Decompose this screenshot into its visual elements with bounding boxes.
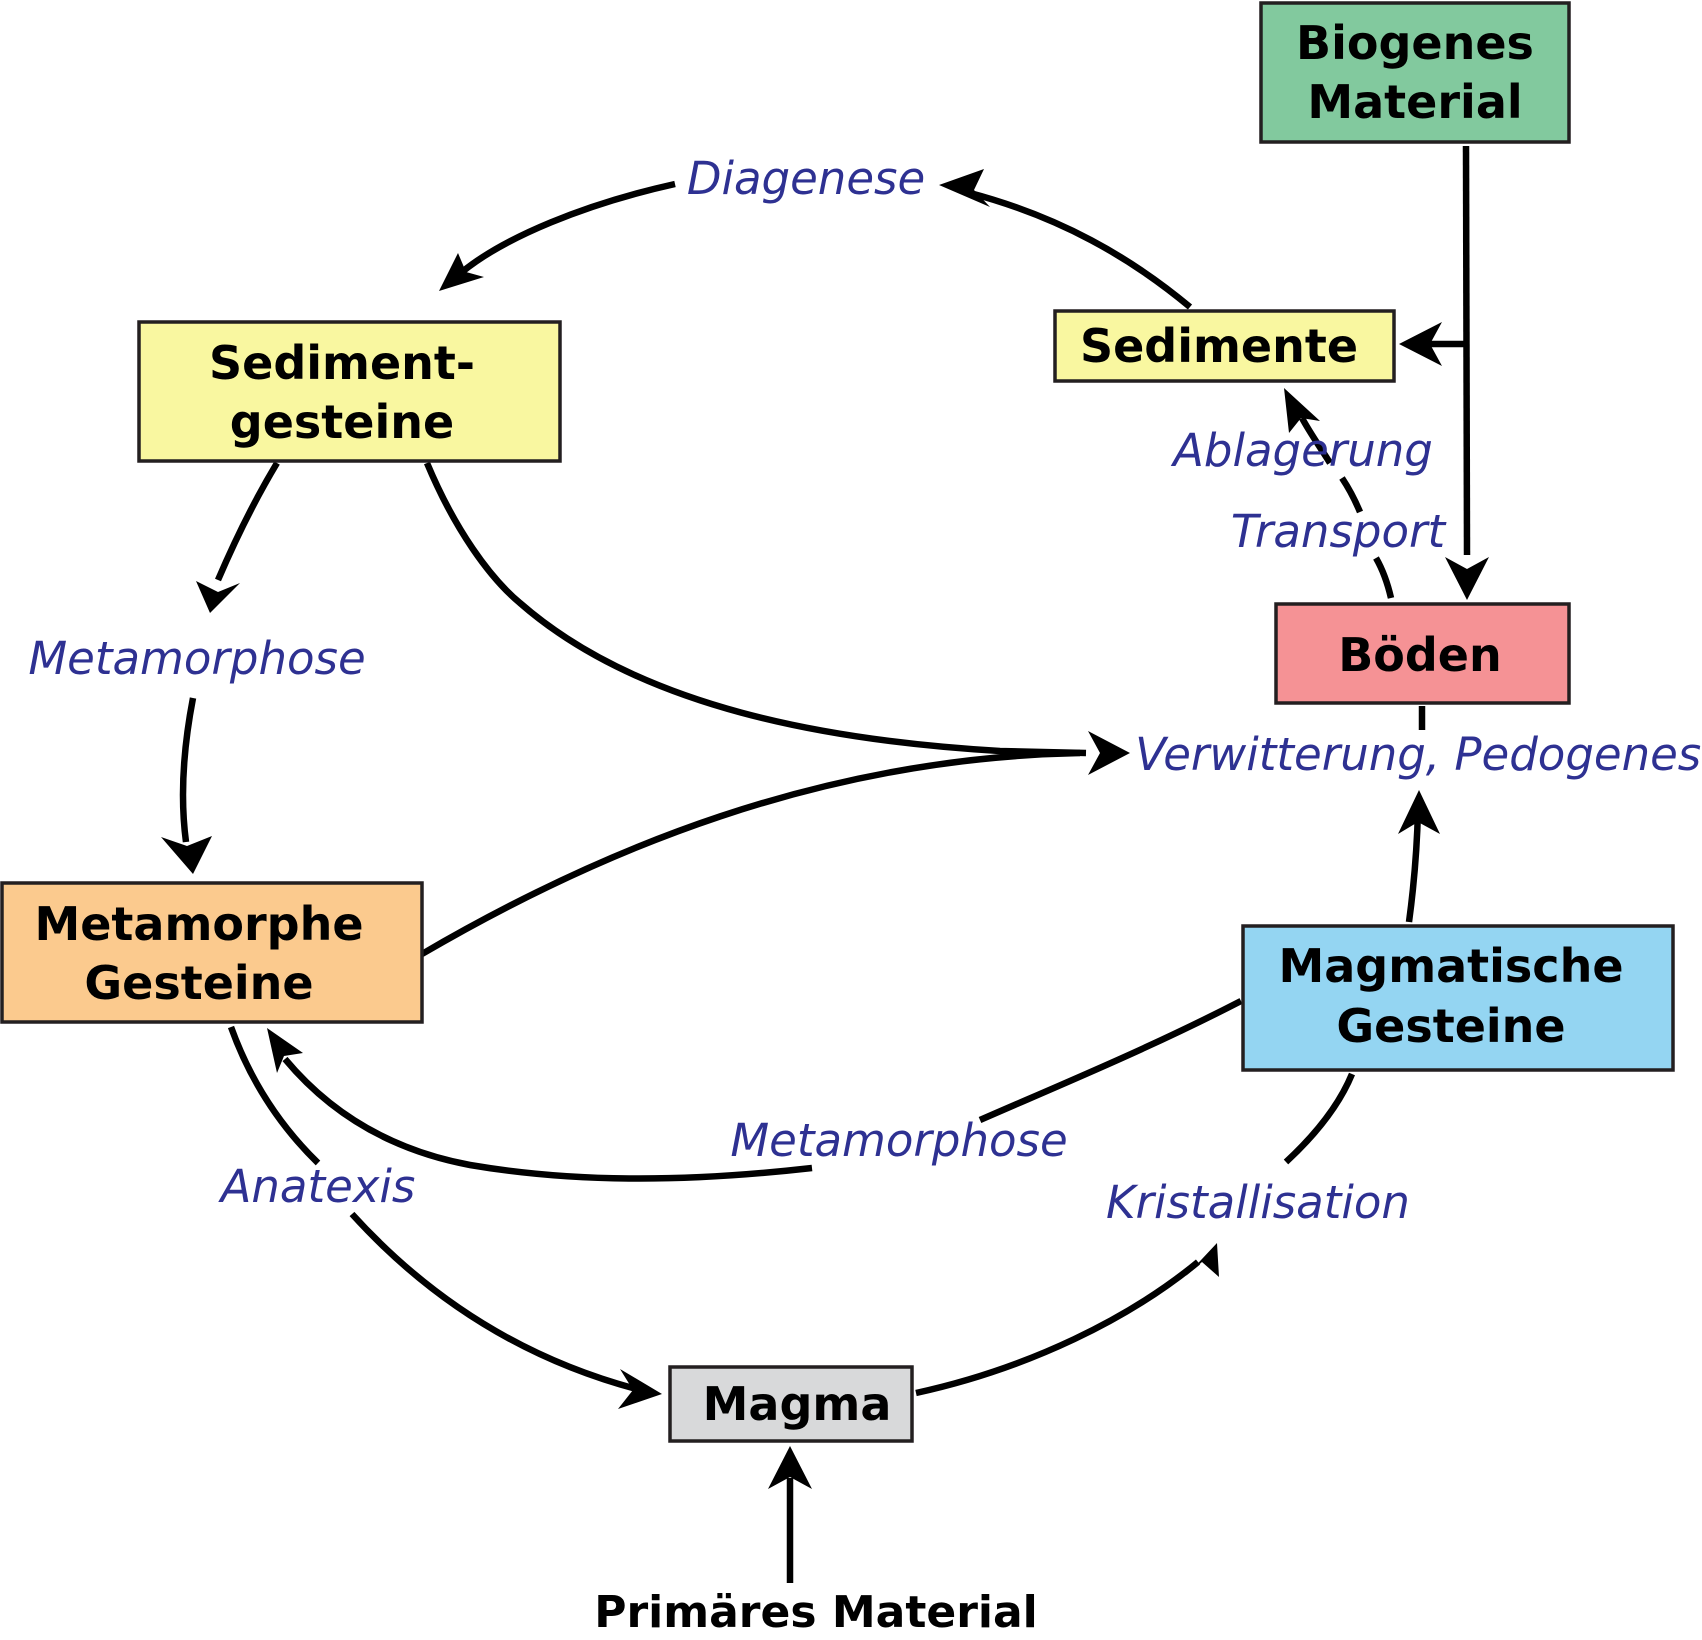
line-diagenese-to-sedimentgesteine [459,180,676,275]
box-magmatische-gesteine-rect [1241,924,1675,1072]
line-transport-segment [1373,556,1395,599]
arrowhead-metamorphe-top [161,836,212,874]
line-sedimentgesteine-to-verwitterung [424,461,1087,757]
label-anatexis: Anatexis [218,1160,416,1213]
connector-lines [179,145,1471,1583]
arrowhead-metamorphose-left [196,581,240,613]
box-biogenes-material-line1: Biogenes [1296,16,1534,70]
box-boeden: Böden [1274,602,1571,705]
label-transport: Transport [1231,505,1448,558]
arrowhead-verwitterung [1088,731,1130,775]
box-magmatische-gesteine-line1: Magmatische [1278,939,1623,993]
box-metamorphe-gesteine-line2: Gesteine [84,956,313,1010]
box-magmatische-gesteine-line2: Gesteine [1336,999,1565,1053]
arrowhead-sedimentgesteine [439,253,484,291]
label-metamorphose-left: Metamorphose [28,632,365,685]
box-sedimentgesteine: Sediment- gesteine [137,320,562,463]
box-metamorphe-gesteine: Metamorphe Gesteine [0,881,424,1024]
line-metamorphe-to-anatexis [227,1025,321,1166]
arrowheads [161,169,1489,1489]
arrowhead-sedimente [1399,322,1442,366]
line-biogenes-to-boeden [1462,145,1471,556]
box-boeden-rect [1274,602,1571,705]
box-sedimentgesteine-rect [137,320,562,463]
box-biogenes-material-line2: Material [1307,75,1522,129]
line-anatexis-to-magma [349,1211,641,1394]
arrowhead-sedimente-bottom [1284,388,1320,433]
line-magmatische-to-verwitterung [1405,809,1422,923]
line-metamorphe-to-verwitterung [420,749,1081,957]
box-sedimente: Sedimente [1053,309,1396,383]
line-metamorphose-to-metamorphe [179,697,197,843]
label-verwitterung-pedogenese: Verwitterung, Pedogenese [1135,728,1702,781]
box-sedimente-line1: Sedimente [1080,319,1358,373]
label-primaeres-material: Primäres Material [594,1587,1038,1638]
box-metamorphe-gesteine-line1: Metamorphe [34,897,363,951]
line-metamorphose-to-metamorphe-bottom [282,1056,813,1182]
arrowhead-magma-left [618,1369,662,1409]
process-labels: Diagenese Ablagerung Transport Metamorph… [28,152,1702,1229]
label-metamorphose-bottom: Metamorphose [730,1114,1067,1167]
line-magmatische-to-metamorphose [978,998,1243,1123]
box-boeden-line1: Böden [1338,628,1502,682]
line-magma-to-kristallisation [915,1259,1201,1397]
line-sedimentgesteine-to-metamorphose [215,461,280,582]
arrowhead-verwitterung-bottom [1398,790,1440,834]
arrowhead-magma-bottom [768,1446,812,1489]
label-kristallisation: Kristallisation [1106,1176,1410,1229]
box-biogenes-material-rect [1259,1,1571,144]
line-sedimente-to-diagenese [969,189,1193,310]
label-ablagerung: Ablagerung [1170,424,1433,477]
label-diagenese: Diagenese [687,152,925,205]
line-kristallisation-to-magmatische [1283,1072,1356,1165]
arrowhead-boeden [1445,557,1489,600]
box-magma: Magma [668,1365,914,1443]
line-ablagerung-to-sedimente [1299,416,1333,465]
arrowhead-diagenese [939,169,990,207]
box-sedimentgesteine-line2: gesteine [230,395,454,449]
box-magmatische-gesteine: Magmatische Gesteine [1241,924,1675,1072]
box-magma-line1: Magma [703,1377,892,1431]
box-magma-rect [668,1365,914,1443]
line-ablagerung-segment [1339,476,1363,514]
arrowhead-metamorphe-bottom [267,1028,303,1073]
box-sedimentgesteine-line1: Sediment- [209,336,475,390]
box-metamorphe-gesteine-rect [0,881,424,1024]
arrowhead-kristallisation [1186,1243,1219,1277]
box-sedimente-rect [1053,309,1396,383]
box-biogenes-material: Biogenes Material [1259,1,1571,144]
